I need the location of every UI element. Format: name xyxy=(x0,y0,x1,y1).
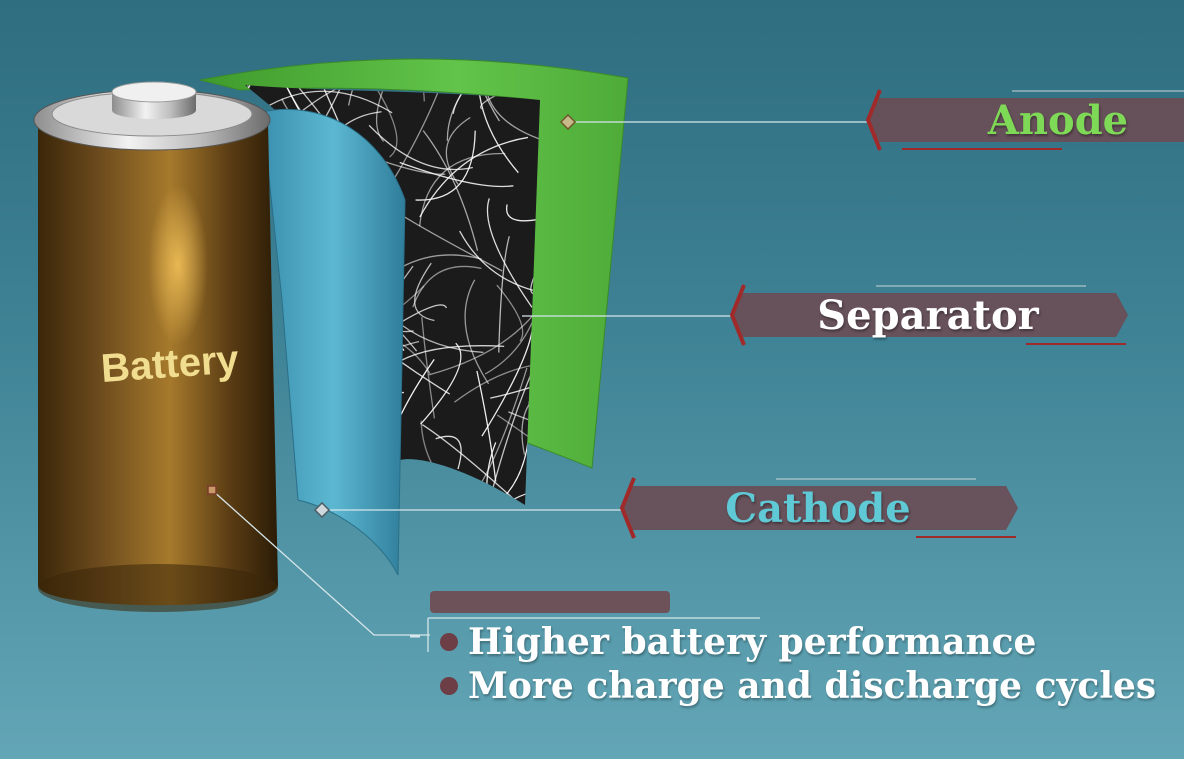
cathode-label-banner: Cathode xyxy=(616,476,1020,540)
bullet-icon xyxy=(440,677,458,695)
benefits-header-bar xyxy=(430,591,670,613)
connector-dot-icon xyxy=(207,113,577,519)
anode-label: Anode xyxy=(987,96,1129,144)
anode-sheet xyxy=(199,58,629,469)
benefit-text: More charge and discharge cycles xyxy=(468,665,1157,707)
list-item: More charge and discharge cycles xyxy=(440,664,1156,708)
list-item: Higher battery performance xyxy=(440,620,1156,664)
battery-icon: Battery xyxy=(33,81,278,612)
cathode-label: Cathode xyxy=(725,484,911,532)
battery-label: Battery xyxy=(100,337,241,391)
connector-lines xyxy=(211,121,868,652)
separator-label: Separator xyxy=(817,291,1039,339)
anode-label-banner: Anode xyxy=(862,88,1184,152)
benefit-text: Higher battery performance xyxy=(468,621,1037,663)
separator-label-banner: Separator xyxy=(726,283,1130,347)
benefits-list: Higher battery performance More charge a… xyxy=(440,620,1156,708)
cathode-sheet xyxy=(261,108,406,576)
bullet-icon xyxy=(440,633,458,651)
